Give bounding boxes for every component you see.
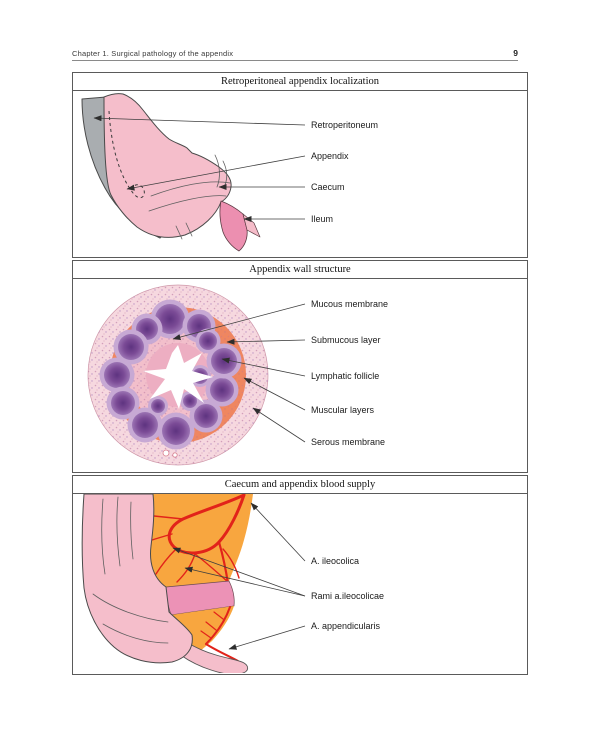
figure-panel-wall-structure: Appendix wall structure xyxy=(72,260,528,473)
figure-drawing-blood-supply: A. ileocolica Rami a.ileocolicae A. appe… xyxy=(73,494,527,673)
leader-line xyxy=(250,502,306,562)
haustra-line xyxy=(148,195,227,212)
leader-line xyxy=(226,338,306,345)
mesentery-area xyxy=(150,494,253,587)
histology-illustration: Mucous membrane Submucous layer Lymphati… xyxy=(87,284,388,466)
figure-label: Appendix xyxy=(311,151,349,161)
figure-label: Serous membrane xyxy=(311,437,385,447)
haustra-line xyxy=(214,154,220,188)
colon-haustra-lines xyxy=(92,496,169,644)
leader-line xyxy=(221,357,306,377)
figure-drawing-localization: Retroperitoneum Appendix Caecum Ileum xyxy=(73,91,527,256)
figure-label: Submucous layer xyxy=(311,335,381,345)
haustra-line xyxy=(150,181,231,197)
figure-label: Mucous membrane xyxy=(311,299,388,309)
leader-line xyxy=(228,625,306,650)
page-number: 9 xyxy=(513,48,518,58)
leader-line xyxy=(252,407,306,443)
leader-line xyxy=(243,377,306,411)
figure-label: A. appendicularis xyxy=(311,621,381,631)
figure-label: Caecum xyxy=(311,182,345,192)
leader-line xyxy=(172,303,306,340)
leader-line xyxy=(126,155,306,191)
vessel-section xyxy=(162,449,170,457)
figure-title: Appendix wall structure xyxy=(73,261,527,279)
figure-drawing-histology: Mucous membrane Submucous layer Lymphati… xyxy=(73,279,527,471)
figure-label: Muscular layers xyxy=(311,405,375,415)
figure-label: Rami a.ileocolicae xyxy=(311,591,384,601)
caecum-shape xyxy=(103,93,232,238)
figure-label: Lymphatic follicle xyxy=(311,371,379,381)
figure-panel-blood-supply: Caecum and appendix blood supply xyxy=(72,475,528,675)
leader-line xyxy=(93,115,306,126)
ileum-band xyxy=(219,200,248,252)
caecum-colon-shape xyxy=(81,494,193,664)
lymphatic-follicles xyxy=(99,299,242,450)
figure-label: A. ileocolica xyxy=(311,556,359,566)
lumen-star xyxy=(143,345,213,409)
haustra-line xyxy=(185,222,193,237)
appendix-cross-section xyxy=(87,284,269,466)
figure-panel-localization: Retroperitoneal appendix localization xyxy=(72,72,528,258)
figure-title: Caecum and appendix blood supply xyxy=(73,476,527,494)
mesoappendix-area xyxy=(171,606,234,652)
running-header: Chapter 1. Surgical pathology of the app… xyxy=(72,47,518,61)
figure-label: Ileum xyxy=(311,214,333,224)
localization-illustration: Retroperitoneum Appendix Caecum Ileum xyxy=(81,93,378,252)
figure-title: Retroperitoneal appendix localization xyxy=(73,73,527,91)
leader-line xyxy=(184,566,306,597)
haustra-line xyxy=(222,160,228,186)
blood-supply-illustration: A. ileocolica Rami a.ileocolicae A. appe… xyxy=(81,494,384,673)
haustra-line xyxy=(175,225,183,240)
chapter-title: Chapter 1. Surgical pathology of the app… xyxy=(72,49,234,58)
leader-line xyxy=(172,547,306,597)
figure-label: Retroperitoneum xyxy=(311,120,378,130)
vessel-section xyxy=(172,452,178,458)
